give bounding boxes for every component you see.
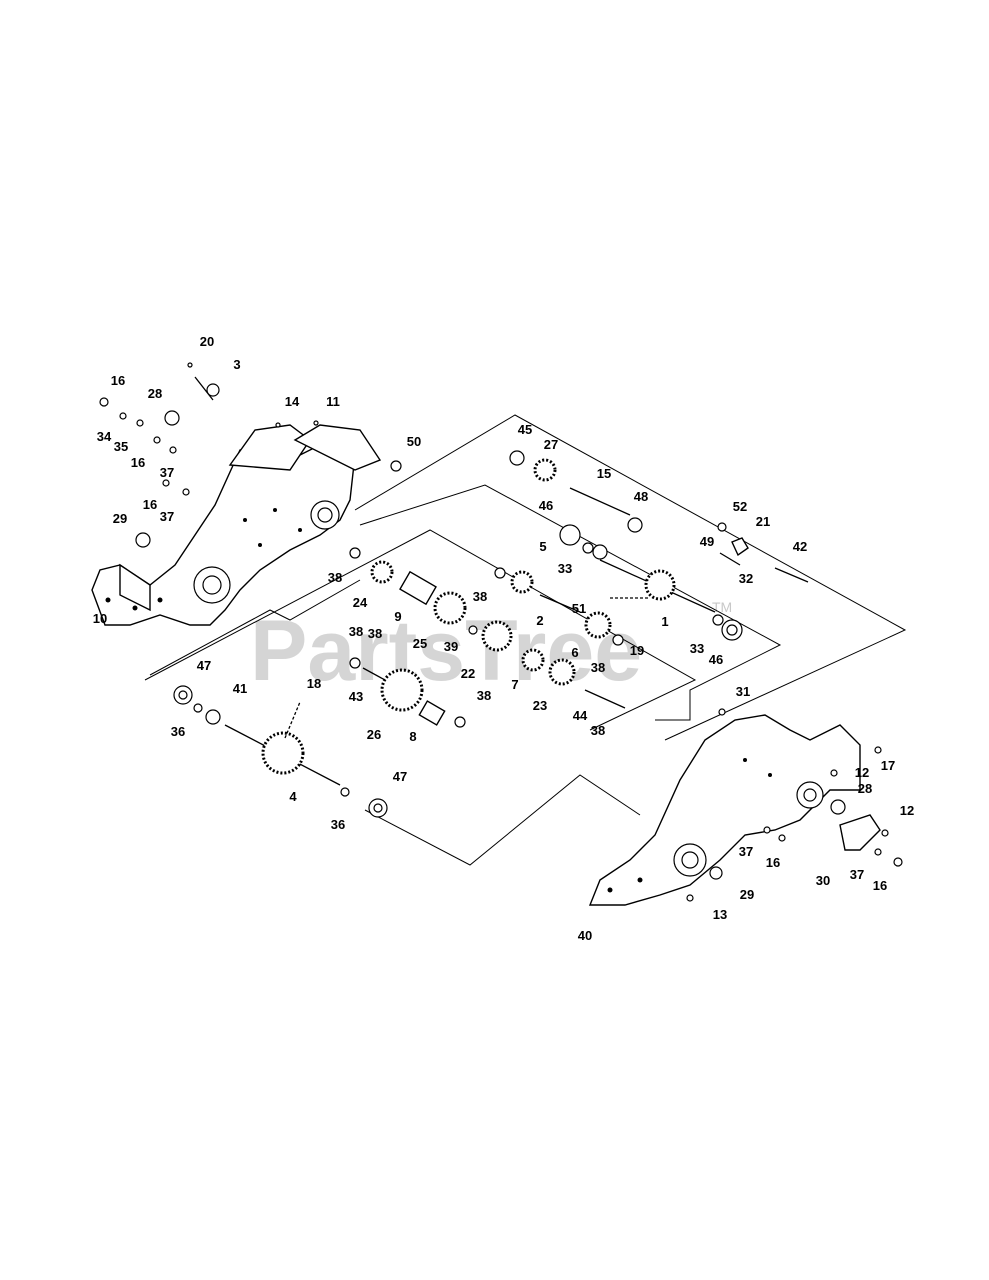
part-number-label: 36: [171, 724, 185, 739]
part-number-label: 38: [328, 570, 342, 585]
part-number-label: 16: [131, 455, 145, 470]
part-number-label: 3: [233, 357, 240, 372]
part-number-labels: 1234567891011121213141516161616161718192…: [93, 334, 914, 943]
part-number-label: 33: [558, 561, 572, 576]
part-number-label: 21: [756, 514, 770, 529]
part-number-label: 28: [858, 781, 872, 796]
part-number-label: 38: [473, 589, 487, 604]
part-number-label: 1: [661, 614, 668, 629]
part-number-label: 13: [713, 907, 727, 922]
part-number-label: 8: [409, 729, 416, 744]
part-number-label: 28: [148, 386, 162, 401]
lower-shaft-assembly: [173, 685, 388, 818]
part-number-label: 37: [739, 844, 753, 859]
part-number-label: 37: [160, 509, 174, 524]
part-number-label: 45: [518, 422, 532, 437]
part-number-label: 17: [881, 758, 895, 773]
part-number-label: 40: [578, 928, 592, 943]
right-hardware: [686, 708, 903, 902]
part-number-label: 29: [113, 511, 127, 526]
part-number-label: 16: [766, 855, 780, 870]
part-number-label: 25: [413, 636, 427, 651]
part-number-label: 24: [353, 595, 368, 610]
part-number-label: 27: [544, 437, 558, 452]
part-number-label: 51: [572, 601, 586, 616]
part-number-label: 10: [93, 611, 107, 626]
part-number-label: 37: [850, 867, 864, 882]
part-number-label: 30: [816, 873, 830, 888]
part-number-label: 26: [367, 727, 381, 742]
part-number-label: 14: [285, 394, 300, 409]
part-number-label: 42: [793, 539, 807, 554]
part-number-label: 41: [233, 681, 247, 696]
part-number-label: 23: [533, 698, 547, 713]
part-number-label: 6: [571, 645, 578, 660]
part-number-label: 39: [444, 639, 458, 654]
watermark-trademark: TM: [712, 599, 732, 615]
shaft-1-assembly: [599, 559, 743, 641]
part-number-label: 47: [393, 769, 407, 784]
watermark: PartsTree TM: [250, 599, 732, 699]
part-number-label: 9: [394, 609, 401, 624]
part-number-label: 35: [114, 439, 128, 454]
part-number-label: 15: [597, 466, 611, 481]
part-number-label: 12: [855, 765, 869, 780]
part-number-label: 46: [539, 498, 553, 513]
part-number-label: 38: [477, 688, 491, 703]
center-gear-train: [349, 547, 626, 728]
part-number-label: 36: [331, 817, 345, 832]
part-number-label: 52: [733, 499, 747, 514]
part-number-label: 18: [307, 676, 321, 691]
part-number-label: 33: [690, 641, 704, 656]
part-number-label: 47: [197, 658, 211, 673]
left-chain-case-housing: [91, 424, 382, 626]
part-number-label: 43: [349, 689, 363, 704]
upper-shaft-parts: [509, 450, 643, 560]
part-number-label: 38: [591, 723, 605, 738]
part-number-label: 11: [326, 394, 340, 409]
part-number-label: 4: [289, 789, 297, 804]
part-number-label: 16: [873, 878, 887, 893]
part-number-label: 38: [591, 660, 605, 675]
part-number-label: 7: [511, 677, 518, 692]
part-number-label: 48: [634, 489, 648, 504]
part-number-label: 16: [143, 497, 157, 512]
part-number-label: 46: [709, 652, 723, 667]
part-number-label: 38: [349, 624, 363, 639]
part-number-label: 5: [539, 539, 546, 554]
part-number-label: 38: [368, 626, 382, 641]
part-number-label: 19: [630, 643, 644, 658]
part-number-label: 29: [740, 887, 754, 902]
part-number-label: 16: [111, 373, 125, 388]
part-number-label: 50: [407, 434, 421, 449]
part-number-label: 2: [536, 613, 543, 628]
part-number-label: 37: [160, 465, 174, 480]
left-hardware: [99, 362, 402, 548]
part-number-label: 12: [900, 803, 914, 818]
part-number-label: 32: [739, 571, 753, 586]
part-number-label: 44: [573, 708, 588, 723]
part-number-label: 31: [736, 684, 750, 699]
part-number-label: 49: [700, 534, 714, 549]
shifter-parts: [717, 522, 809, 583]
part-number-label: 22: [461, 666, 475, 681]
part-number-label: 34: [97, 429, 112, 444]
part-number-label: 20: [200, 334, 214, 349]
right-chain-case-housing: [588, 714, 881, 906]
